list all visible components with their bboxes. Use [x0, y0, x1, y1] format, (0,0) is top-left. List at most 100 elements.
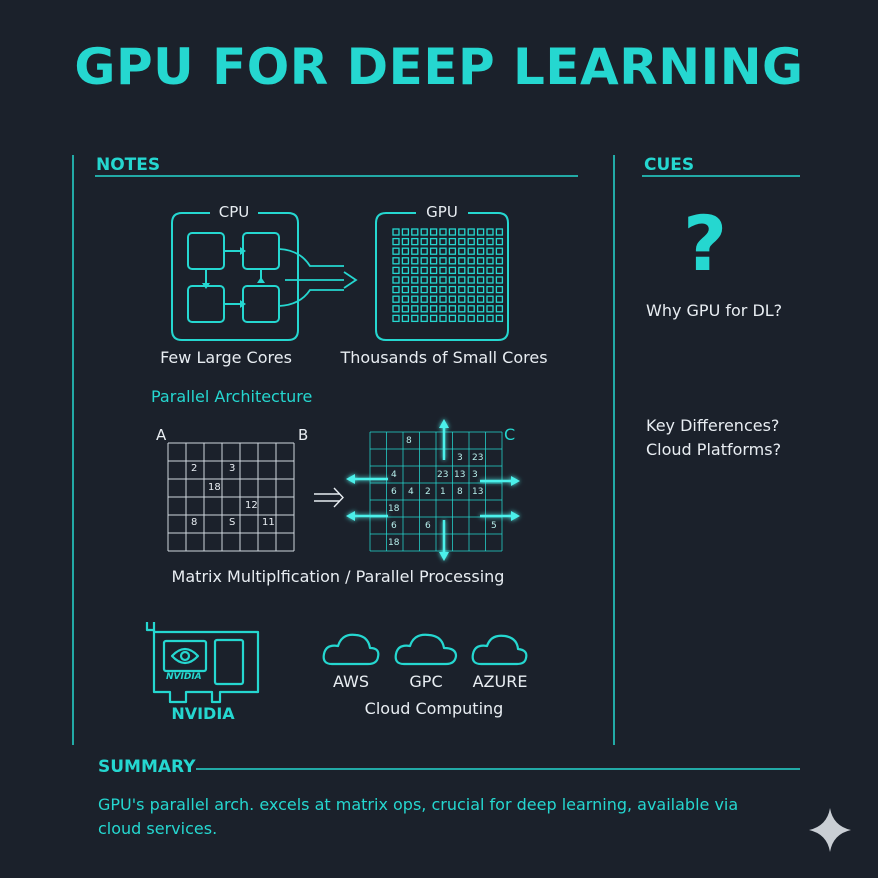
gpu-core: [420, 285, 428, 294]
parallel-arrows: [346, 419, 520, 561]
gpu-core: [420, 305, 428, 313]
gpu-core: [420, 228, 428, 236]
gpu-core: [401, 228, 410, 236]
gpu-core: [467, 314, 475, 323]
cue-cloud-platforms: Cloud Platforms?: [646, 440, 782, 459]
gpu-core: [429, 285, 438, 294]
gpu-core: [486, 228, 494, 236]
gpu-core: [486, 266, 494, 275]
gpu-core: [467, 276, 475, 284]
matrix-cell: 13: [454, 470, 466, 480]
matrix-c-label: C: [504, 425, 516, 444]
matrix-cell: 12: [245, 500, 258, 511]
matrix-cell: 18: [208, 482, 221, 493]
gpu-core: [495, 257, 504, 265]
gpu-core: [476, 266, 485, 275]
gpu-core: [429, 228, 438, 236]
gpu-core: [429, 276, 438, 284]
gpu-core: [439, 305, 447, 313]
gpu-core: [392, 295, 400, 303]
summary-text: GPU's parallel arch. excels at matrix op…: [98, 795, 739, 838]
gpu-card-text: NVIDIA: [166, 672, 202, 682]
cloud-label-gpc: GPC: [409, 672, 443, 691]
gpu-core: [411, 295, 419, 303]
matrix-cell: 8: [406, 436, 412, 446]
gpu-core: [467, 247, 475, 255]
gpu-core: [467, 295, 475, 303]
gpu-caption: Thousands of Small Cores: [340, 348, 548, 367]
gpu-core: [420, 247, 428, 255]
parallel-heading: Parallel Architecture: [151, 387, 313, 406]
gpu-core: [476, 257, 485, 265]
cloud-caption: Cloud Computing: [364, 699, 504, 718]
summary-heading: SUMMARY: [98, 757, 196, 777]
gpu-core: [448, 266, 457, 275]
gpu-core: [486, 314, 494, 323]
matrix-cell: 1: [440, 487, 446, 497]
matrix-cell: 2: [191, 463, 198, 474]
gpu-core: [429, 305, 438, 313]
matrix-cell: 3: [229, 463, 236, 474]
gpu-core: [392, 237, 400, 246]
cloud-label-aws: AWS: [332, 672, 370, 691]
gpu-core: [420, 276, 428, 284]
question-icon: ?: [682, 199, 728, 288]
gpu-core: [448, 295, 457, 303]
gpu-core: [411, 276, 419, 284]
matrix-cell: 13: [472, 487, 484, 497]
gpu-core: [439, 247, 447, 255]
gpu-core: [458, 295, 466, 303]
cpu-label: CPU: [218, 203, 250, 221]
gpu-core: [401, 285, 410, 294]
gpu-core: [476, 247, 485, 255]
gpu-core: [495, 276, 504, 284]
gpu-core: [476, 305, 485, 313]
gpu-core: [448, 285, 457, 294]
gpu-core: [392, 305, 400, 313]
gpu-core: [411, 305, 419, 313]
gpu-core: [458, 247, 466, 255]
gpu-core: [476, 276, 485, 284]
gpu-core: [429, 237, 438, 246]
gpu-core: [448, 276, 457, 284]
gpu-core: [476, 228, 485, 236]
matrix-cell: 11: [262, 517, 275, 528]
gpu-core: [467, 237, 475, 246]
gpu-core: [401, 305, 410, 313]
gpu-core: [392, 285, 400, 294]
gpu-core: [439, 237, 447, 246]
gpu-core: [458, 285, 466, 294]
gpu-core: [458, 257, 466, 265]
gpu-core: [429, 257, 438, 265]
gpu-core: [429, 266, 438, 275]
gpu-core: [495, 237, 504, 246]
gpu-core: [411, 247, 419, 255]
gpu-core: [429, 295, 438, 303]
gpu-core: [448, 305, 457, 313]
gpu-core: [401, 314, 410, 323]
gpu-core: [495, 314, 504, 323]
matrix-cell: 8: [457, 487, 463, 497]
cue-why-gpu: Why GPU for DL?: [646, 301, 783, 320]
gpu-core: [411, 285, 419, 294]
gpu-core: [495, 247, 504, 255]
matrix-cell: 3: [457, 453, 463, 463]
gpu-core: [411, 314, 419, 323]
gpu-core: [486, 295, 494, 303]
gpu-core: [495, 285, 504, 294]
gpu-core: [439, 276, 447, 284]
gpu-core: [411, 257, 419, 265]
matrix-cell: 23: [437, 470, 449, 480]
gpu-core: [467, 228, 475, 236]
cloud-icon: [394, 633, 458, 666]
gpu-core: [467, 266, 475, 275]
gpu-core: [392, 257, 400, 265]
gpu-core: [448, 314, 457, 323]
gpu-core: [448, 247, 457, 255]
gpu-core: [495, 295, 504, 303]
gpu-core: [420, 295, 428, 303]
